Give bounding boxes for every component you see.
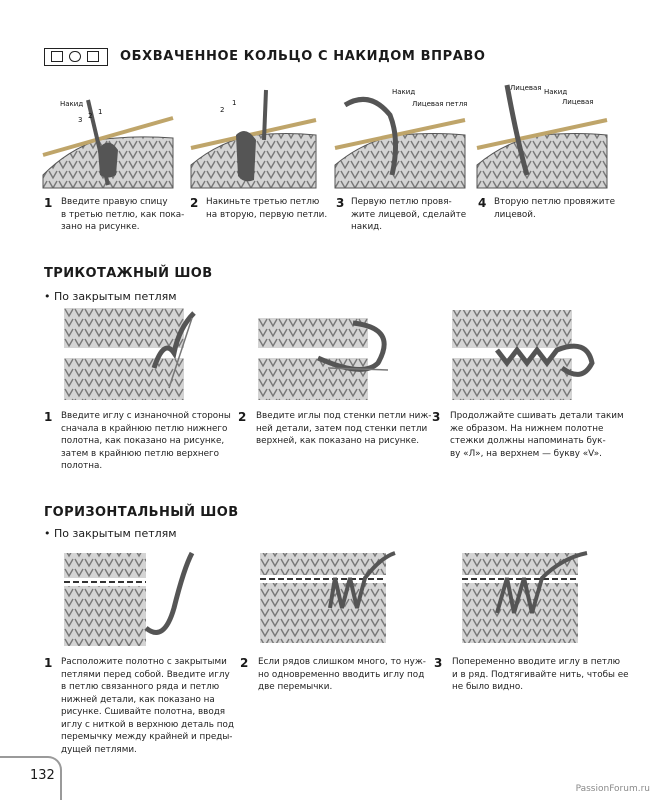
step-caption: Расположите полотно с закрытыми петлями … (61, 657, 234, 755)
step-number: 1 (44, 656, 53, 670)
section-title-rings: ОБХВАЧЕННОЕ КОЛЬЦО С НАКИДОМ ВПРАВО (120, 49, 486, 64)
section-logo-icon (44, 48, 108, 66)
label-nakid-4: Накид (544, 88, 567, 96)
seam-illustration-1 (64, 308, 196, 400)
step-number: 3 (336, 196, 345, 210)
step-number: 1 (44, 410, 53, 424)
step-number: 2 (238, 410, 247, 424)
label-licevaya-1: Лицевая (510, 84, 542, 92)
section-subtitle: • По закрытым петлям (44, 527, 177, 540)
knit-illustration-step1: Накид 3 2 1 (42, 99, 174, 189)
section-title-knit-seam: ТРИКОТАЖНЫЙ ШОВ (44, 266, 213, 281)
knit-illustration-step3: Накид Лицевая петля (334, 88, 467, 189)
step-number: 2 (240, 656, 249, 670)
page-number: 132 (30, 768, 55, 783)
label-nakid: Накид (60, 100, 83, 108)
label-licevaya-2: Лицевая (562, 98, 594, 106)
horizontal-seam-illustration-1 (64, 551, 195, 646)
horizontal-seam-illustration-3 (462, 551, 588, 643)
seam-illustration-2 (258, 318, 389, 400)
step-caption: Продолжайте сшивать детали таким же обра… (450, 411, 624, 459)
knit-illustration-step2: 2 1 (190, 89, 317, 189)
section-title-horizontal-seam: ГОРИЗОНТАЛЬНЫЙ ШОВ (44, 505, 239, 520)
watermark: PassionForum.ru (575, 784, 650, 794)
label-nakid-3: Накид (392, 88, 415, 96)
step-caption: Накиньте третью петлю на вторую, первую … (206, 197, 328, 220)
step-caption: Вторую петлю провяжите лицевой. (494, 197, 616, 220)
step-number: 3 (434, 656, 443, 670)
step-caption: Первую петлю провя- жите лицевой, сделай… (351, 197, 467, 232)
step-caption: Попеременно вводите иглу в петлю и в ряд… (452, 657, 629, 692)
knit-illustration-step4: Лицевая Накид Лицевая (476, 84, 608, 189)
step-number: 2 (190, 196, 199, 210)
step-caption: Введите иглу с изнаночной стороны сначал… (61, 411, 231, 471)
label-n2: 2 (88, 112, 92, 120)
label-n1b: 1 (232, 99, 236, 107)
label-n2b: 2 (220, 106, 224, 114)
step-caption: Введите правую спицу в третью петлю, как… (61, 197, 185, 232)
seam-illustration-3 (452, 310, 595, 400)
step-number: 1 (44, 196, 53, 210)
label-n1: 1 (98, 108, 102, 116)
label-n3: 3 (78, 116, 82, 124)
label-licevaya-petlya: Лицевая петля (412, 100, 467, 108)
step-number: 4 (478, 196, 487, 210)
step-caption: Если рядов слишком много, то нуж- но одн… (258, 657, 426, 692)
section-subtitle: • По закрытым петлям (44, 290, 177, 303)
step-number: 3 (432, 410, 441, 424)
page-number-tab: 132 (0, 756, 62, 800)
horizontal-seam-illustration-2 (260, 551, 396, 643)
step-caption: Введите иглы под стенки петли ниж- ней д… (256, 411, 432, 446)
